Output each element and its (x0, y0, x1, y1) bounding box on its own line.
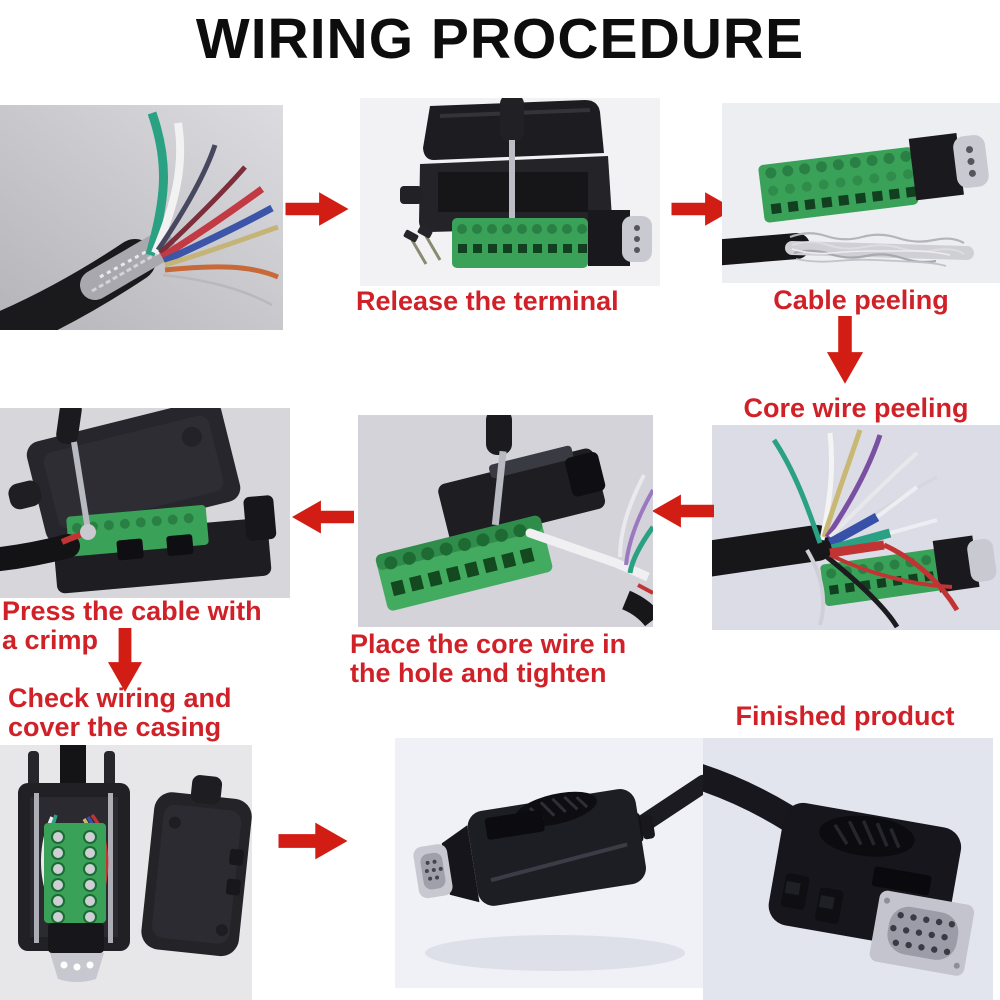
photo-release-terminal (360, 98, 660, 286)
label-finished-product: Finished product (735, 701, 955, 731)
place-core-wire-illustration (358, 415, 653, 627)
photo-cable-peeling (722, 103, 1000, 283)
label-line: cover the casing (8, 712, 222, 743)
finished-front-illustration (703, 738, 993, 1000)
dsub-connector (588, 210, 652, 266)
terminal-block (758, 133, 989, 223)
page-title: WIRING PROCEDURE (195, 7, 805, 71)
terminal-block (44, 823, 106, 924)
label-line: Place the core wire in (350, 629, 627, 659)
label-line: Check wiring and (8, 683, 232, 713)
photo-stripped-cable (0, 105, 283, 330)
photo-finished-front (703, 738, 993, 1000)
label-release-terminal: Release the terminal (356, 286, 619, 316)
arrow-left-icon (652, 490, 714, 532)
arrow-right-icon (280, 188, 354, 230)
label-core-wire-peeling: Core wire peeling (743, 393, 969, 423)
screws-icon (403, 225, 442, 265)
casing-shell (141, 775, 252, 957)
screwdriver-icon (486, 415, 512, 526)
label-check-wiring: Check wiring and cover the casing (8, 683, 308, 743)
dsub-connector (413, 844, 453, 899)
label-press-cable: Press the cable with a crimp (2, 596, 302, 656)
arrow-right-icon (666, 188, 740, 230)
press-cable-crimp-illustration (0, 408, 290, 598)
screwdriver-icon (56, 408, 96, 540)
label-line: Press the cable with (2, 596, 262, 626)
label-line: a crimp (2, 625, 99, 656)
check-wiring-illustration (0, 745, 252, 1000)
photo-finished-side (395, 738, 703, 988)
braided-shield (785, 232, 974, 267)
dsub-connector (50, 953, 104, 982)
photo-place-core-wire (358, 415, 653, 627)
arrow-down-icon (103, 628, 147, 694)
terminal-block (452, 218, 588, 268)
core-wire-peeling-illustration (712, 425, 1000, 630)
arrow-left-icon (292, 496, 354, 538)
photo-press-cable-crimp (0, 408, 290, 598)
stripped-cable-illustration (0, 105, 283, 330)
photo-core-wire-peeling (712, 425, 1000, 630)
finished-side-illustration (395, 738, 703, 988)
arrow-down-icon (821, 316, 869, 386)
screwdriver-icon (500, 98, 524, 228)
terminal-block (375, 515, 553, 611)
arrow-right-icon (277, 818, 349, 864)
label-cable-peeling: Cable peeling (773, 285, 949, 315)
photo-check-wiring (0, 745, 252, 1000)
dsub-connector (869, 890, 975, 976)
label-line: the hole and tighten (350, 658, 607, 689)
release-terminal-illustration (360, 98, 660, 286)
cable-peeling-illustration (722, 103, 1000, 283)
label-place-core-wire: Place the core wire in the hole and tigh… (350, 629, 680, 689)
